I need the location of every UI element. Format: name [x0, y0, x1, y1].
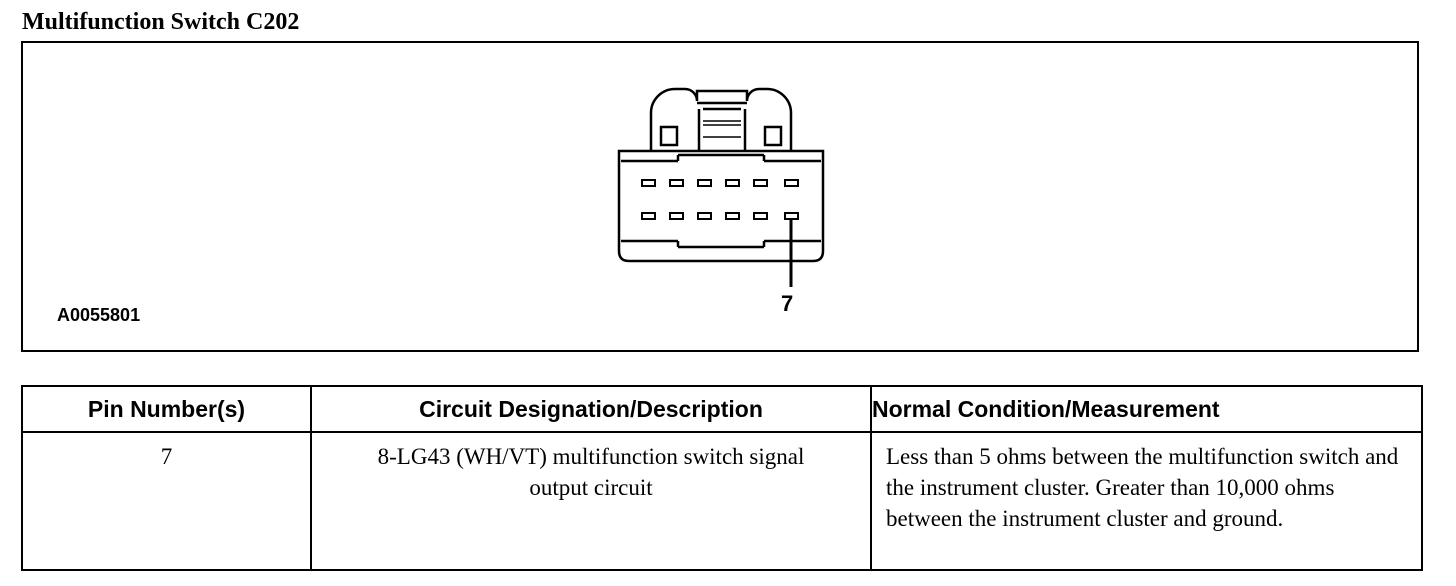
pin-7-cavity [784, 212, 799, 220]
connector-body [617, 149, 825, 263]
latch-window-right [763, 125, 783, 147]
connector-diagram: 7 A0055801 [21, 41, 1419, 352]
connector-face-drawing [617, 87, 825, 287]
header-normal-condition: Normal Condition/Measurement [870, 385, 1423, 433]
cell-condition: Less than 5 ohms between the multifuncti… [870, 431, 1423, 571]
header-pin-numbers: Pin Number(s) [21, 385, 312, 433]
table-row: 7 8-LG43 (WH/VT) multifunction switch si… [21, 431, 1423, 571]
table-header-row: Pin Number(s) Circuit Designation/Descri… [21, 385, 1423, 433]
figure-id: A0055801 [57, 305, 141, 325]
header-circuit-description: Circuit Designation/Description [310, 385, 872, 433]
cell-description: 8-LG43 (WH/VT) multifunction switch sign… [310, 431, 872, 571]
latch-window-left [659, 125, 679, 147]
page-title: Multifunction Switch C202 [22, 9, 300, 35]
pin-7-callout: 7 [781, 291, 794, 316]
cell-pin: 7 [21, 431, 312, 571]
pin-table: Pin Number(s) Circuit Designation/Descri… [21, 385, 1423, 571]
latch-housing [649, 87, 793, 151]
pin-cavities [641, 179, 799, 220]
